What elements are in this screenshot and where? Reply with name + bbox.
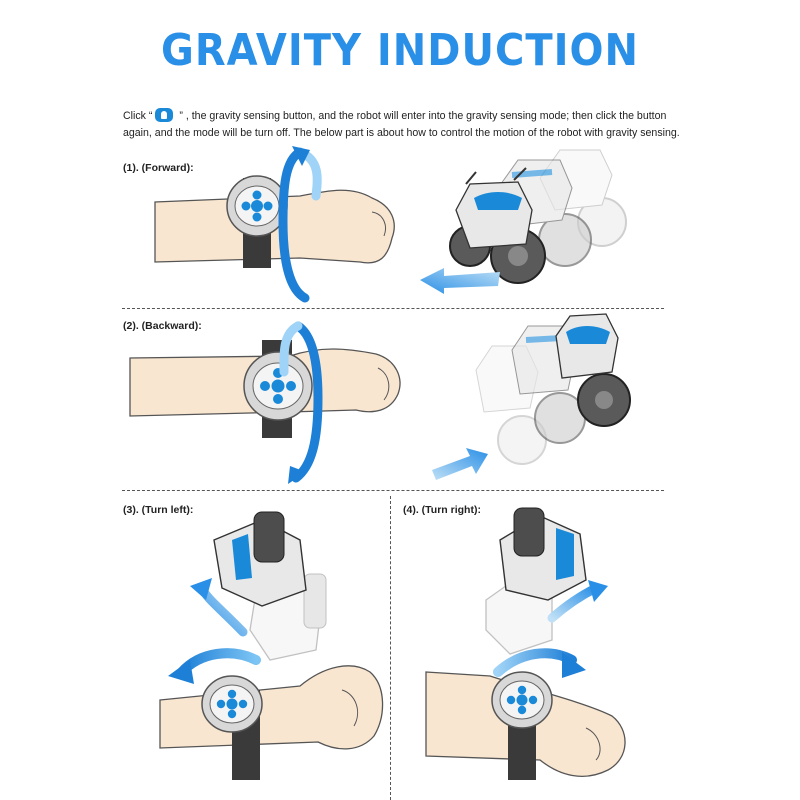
section-label-turn-left: (3). (Turn left): bbox=[123, 504, 194, 516]
section-label-turn-right: (4). (Turn right): bbox=[403, 504, 481, 516]
rotation-arrow-icon bbox=[279, 321, 323, 484]
backward-robot-illustration bbox=[432, 313, 631, 480]
motion-arrow-icon bbox=[420, 268, 500, 294]
wrist-controller bbox=[243, 351, 313, 421]
rotation-arrow-icon bbox=[493, 648, 577, 677]
robot-figure bbox=[555, 313, 631, 427]
intro-text-before: Click “ bbox=[123, 110, 153, 122]
section-divider-vertical bbox=[390, 496, 391, 800]
motion-arrow-icon bbox=[432, 448, 488, 480]
gravity-sensing-button-icon bbox=[155, 108, 174, 122]
rotation-arrow-icon bbox=[177, 648, 261, 677]
turn-left-illustration bbox=[159, 511, 384, 780]
robot-figure bbox=[449, 167, 546, 284]
backward-wrist-illustration bbox=[129, 321, 401, 484]
intro-text-after: ” , the gravity sensing button, and the … bbox=[123, 110, 680, 139]
turn-right-illustration bbox=[425, 507, 626, 780]
robot-figure bbox=[213, 511, 307, 607]
section-divider-2 bbox=[122, 490, 664, 491]
page-title: GRAVITY INDUCTION bbox=[161, 26, 639, 76]
section-label-forward: (1). (Forward): bbox=[123, 162, 194, 174]
section-divider-1 bbox=[122, 308, 664, 309]
wrist-controller bbox=[201, 675, 263, 733]
wrist-controller bbox=[491, 671, 553, 729]
intro-paragraph: Click “ ” , the gravity sensing button, … bbox=[123, 108, 683, 141]
robot-figure bbox=[499, 507, 587, 601]
rotation-arrow-icon bbox=[278, 146, 322, 303]
section-label-backward: (2). (Backward): bbox=[123, 320, 202, 332]
forward-robot-illustration bbox=[420, 149, 627, 294]
wrist-controller bbox=[226, 175, 288, 237]
forward-wrist-illustration bbox=[154, 146, 395, 303]
